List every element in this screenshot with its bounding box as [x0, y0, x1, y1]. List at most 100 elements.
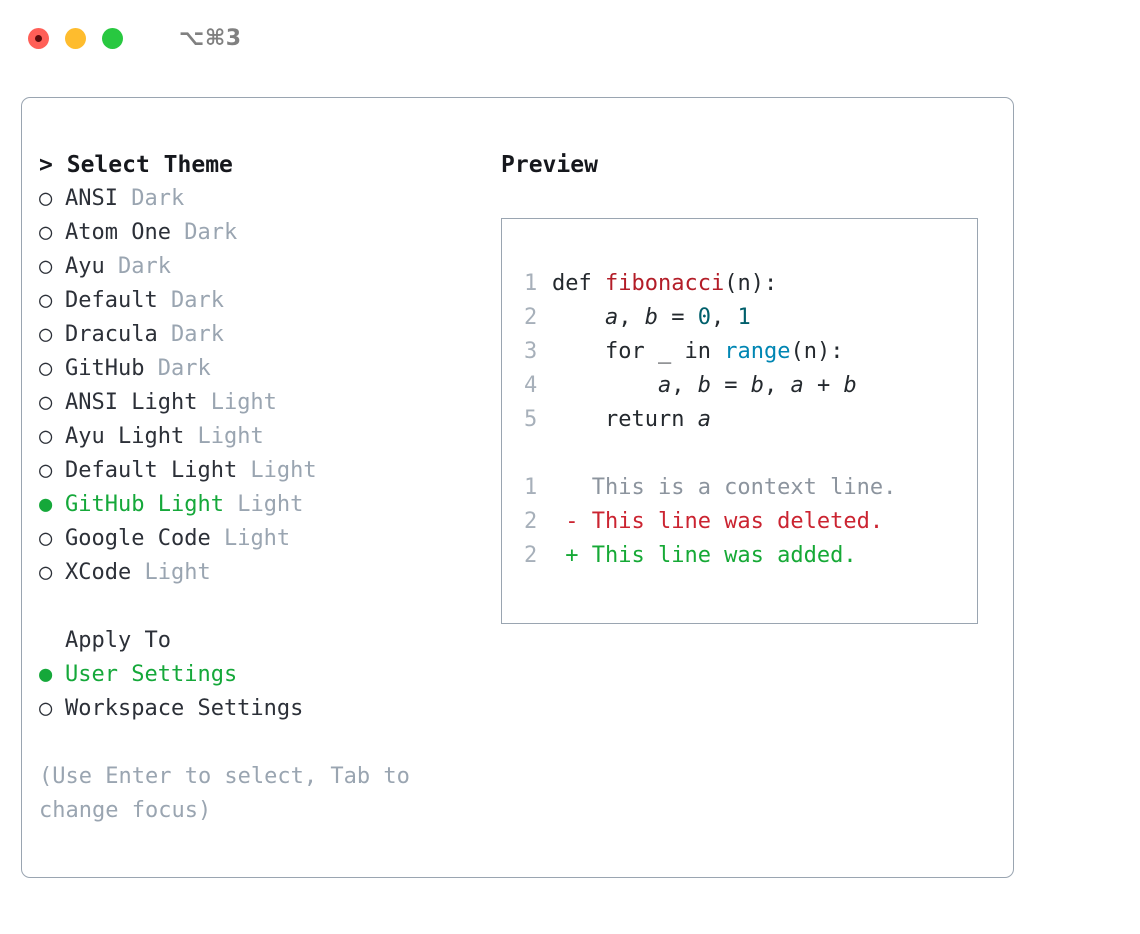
code-token: _	[657, 339, 685, 364]
theme-option-dracula[interactable]: ○ Dracula Dark	[39, 318, 501, 352]
code-token: return	[552, 407, 698, 432]
preview-title: Preview	[501, 152, 598, 178]
title-bar: ⌥⌘3	[0, 0, 1140, 77]
radio-selected-icon: ●	[39, 492, 53, 517]
line-number: 5	[524, 407, 538, 432]
theme-option-github-light[interactable]: ● GitHub Light Light	[39, 488, 501, 522]
theme-option-default-light[interactable]: ○Default Light Light	[39, 454, 501, 488]
theme-option-ansi[interactable]: ○ ANSI Dark	[39, 182, 501, 216]
theme-variant-badge: Light	[223, 492, 304, 517]
theme-picker-column: > Select Theme ○ANSI Dark○Atom One Dark○…	[39, 148, 501, 877]
theme-option-xcode[interactable]: ○ XCode Light	[39, 556, 501, 590]
code-line: 1 def fibonacci(n):	[524, 267, 977, 301]
code-token: b	[697, 373, 711, 398]
line-number: 2	[524, 543, 538, 568]
code-token: (n):	[790, 339, 844, 364]
code-token: a	[604, 305, 619, 330]
code-line: 3 for _ in range(n):	[524, 335, 977, 369]
theme-option-label: Google Code	[65, 526, 211, 551]
code-token: ,	[763, 373, 791, 398]
theme-option-label: Ayu	[65, 254, 105, 279]
code-token	[552, 305, 605, 330]
diff-line-deleted: 2 - This line was deleted.	[524, 505, 977, 539]
code-token: fibonacci	[604, 271, 725, 296]
line-number: 1	[524, 271, 538, 296]
theme-option-atom-one[interactable]: ○Atom One Dark	[39, 216, 501, 250]
theme-option-label: ANSI Light	[65, 390, 198, 415]
code-token: a	[657, 373, 672, 398]
radio-unselected-icon: ○	[39, 696, 53, 721]
radio-unselected-icon: ○	[39, 186, 53, 211]
radio-unselected-icon: ○	[39, 220, 53, 245]
apply-to-option-label: User Settings	[65, 662, 238, 687]
radio-unselected-icon: ○	[39, 560, 53, 585]
theme-option-label: GitHub	[65, 356, 145, 381]
keyboard-shortcut-label: ⌥⌘3	[179, 26, 242, 51]
theme-variant-badge: Dark	[117, 186, 185, 211]
theme-option-ansi-light[interactable]: ○ ANSI Light Light	[39, 386, 501, 420]
line-number: 3	[524, 339, 538, 364]
close-button[interactable]	[28, 28, 49, 49]
diff-line-added: 2 + This line was added.	[524, 539, 977, 573]
code-token: ,	[618, 305, 645, 330]
theme-variant-badge: Dark	[157, 322, 224, 347]
theme-option-ayu[interactable]: ○ Ayu Dark	[39, 250, 501, 284]
code-token: ,	[671, 373, 698, 398]
theme-variant-badge: Light	[131, 560, 211, 585]
theme-option-label: ANSI	[65, 186, 118, 211]
code-token: b	[843, 373, 857, 398]
code-token: =	[657, 305, 698, 330]
code-token: b	[750, 373, 764, 398]
main-panel: > Select Theme ○ANSI Dark○Atom One Dark○…	[21, 97, 1014, 878]
keyboard-hint: (Use Enter to select, Tab to change focu…	[39, 764, 410, 823]
section-spacer	[39, 590, 501, 624]
theme-option-label: Dracula	[65, 322, 158, 347]
theme-variant-badge: Dark	[157, 288, 224, 313]
code-token: for	[552, 339, 658, 364]
code-token: range	[724, 339, 791, 364]
apply-to-option-workspace-settings[interactable]: ○Workspace Settings	[39, 692, 501, 726]
radio-unselected-icon: ○	[39, 254, 53, 279]
theme-option-label: XCode	[65, 560, 132, 585]
theme-list: ○ANSI Dark○Atom One Dark○Ayu Dark○Defaul…	[39, 182, 501, 590]
code-token: 1	[737, 305, 751, 330]
code-token: a	[697, 407, 711, 432]
line-number: 2	[524, 305, 538, 330]
minimize-button[interactable]	[65, 28, 86, 49]
window-controls	[28, 28, 123, 49]
radio-unselected-icon: ○	[39, 390, 53, 415]
code-token: ,	[710, 305, 738, 330]
code-token: def	[552, 271, 605, 296]
line-number: 4	[524, 373, 538, 398]
code-token: b	[644, 305, 658, 330]
code-line: 4 a, b = b, a + b	[524, 369, 977, 403]
code-token: in	[684, 339, 725, 364]
theme-option-ayu-light[interactable]: ○Ayu Light Light	[39, 420, 501, 454]
theme-variant-badge: Dark	[144, 356, 211, 381]
diff-line-context: 1 This is a context line.	[524, 471, 977, 505]
code-token: a	[790, 373, 804, 398]
theme-option-label: Default Light	[65, 458, 238, 483]
theme-variant-badge: Dark	[104, 254, 171, 279]
radio-unselected-icon: ○	[39, 356, 53, 381]
theme-option-label: Ayu Light	[65, 424, 185, 449]
code-token: (n):	[724, 271, 778, 296]
radio-unselected-icon: ○	[39, 288, 53, 313]
theme-option-label: Default	[65, 288, 158, 313]
theme-variant-badge: Light	[197, 390, 277, 415]
diff-line-text: + This line was added.	[552, 543, 857, 568]
theme-option-github[interactable]: ○ GitHub Dark	[39, 352, 501, 386]
maximize-button[interactable]	[102, 28, 123, 49]
diff-line-text: - This line was deleted.	[552, 509, 884, 534]
theme-option-label: GitHub Light	[65, 492, 224, 517]
theme-option-google-code[interactable]: ○Google Code Light	[39, 522, 501, 556]
line-number: 2	[524, 509, 538, 534]
theme-option-default[interactable]: ○ Default Dark	[39, 284, 501, 318]
radio-unselected-icon: ○	[39, 322, 53, 347]
diff-sample: 1 This is a context line.2 - This line w…	[524, 471, 977, 573]
apply-to-option-user-settings[interactable]: ●User Settings	[39, 658, 501, 692]
